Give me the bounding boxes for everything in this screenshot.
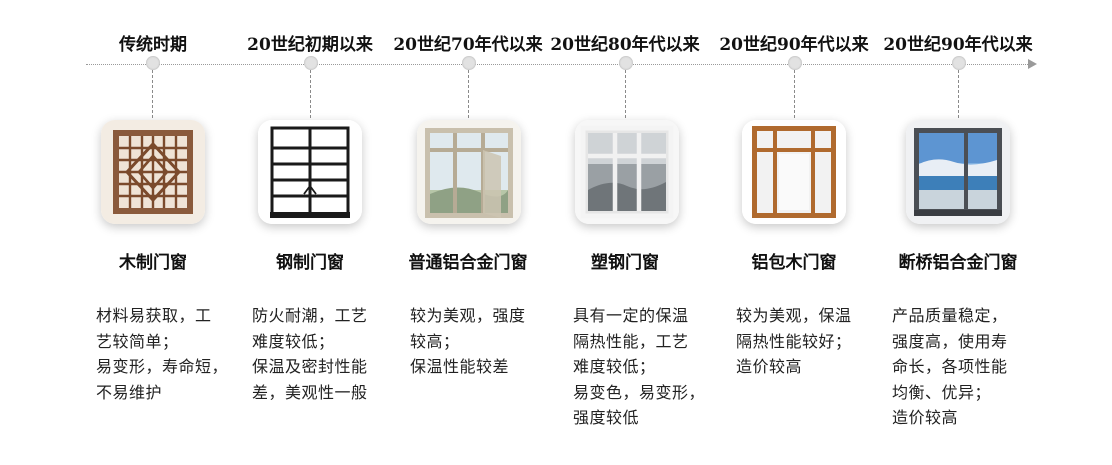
description: 产品质量稳定， 强度高，使用寿 命长，各项性能 均衡、优异； 造价较高 bbox=[892, 306, 1008, 427]
timeline-node bbox=[462, 56, 476, 70]
timeline-node bbox=[304, 56, 318, 70]
aluminum-clad-wood-window-icon bbox=[742, 120, 846, 224]
period-label: 20世纪初期以来 bbox=[247, 35, 373, 55]
stage-6: 20世纪90年代以来 断桥铝合金门窗 产品质量稳定， 强度高，使用寿 命长，各项… bbox=[878, 0, 1038, 465]
period-label: 20世纪80年代以来 bbox=[550, 35, 700, 55]
window-type-name: 塑钢门窗 bbox=[591, 253, 659, 273]
timeline-node bbox=[146, 56, 160, 70]
period-label: 20世纪90年代以来 bbox=[883, 35, 1033, 55]
description: 具有一定的保温 隔热性能，工艺 难度较低； 易变色，易变形， 强度较低 bbox=[573, 306, 706, 427]
timeline-arrow-icon bbox=[1028, 59, 1037, 69]
description: 材料易获取，工 艺较简单； 易变形，寿命短， 不易维护 bbox=[96, 306, 229, 402]
timeline-node bbox=[952, 56, 966, 70]
stage-4: 20世纪80年代以来 塑钢门窗 具有一定的保温 隔热性能，工艺 难度较低； 易变… bbox=[545, 0, 705, 465]
description: 较为美观，保温 隔热性能较好； 造价较高 bbox=[736, 306, 852, 376]
connector-line bbox=[310, 70, 311, 118]
window-type-name: 钢制门窗 bbox=[276, 253, 344, 273]
description: 防火耐潮，工艺 难度较低； 保温及密封性能 差，美观性一般 bbox=[252, 306, 368, 402]
window-type-name: 铝包木门窗 bbox=[751, 253, 837, 273]
connector-line bbox=[794, 70, 795, 118]
period-label: 20世纪90年代以来 bbox=[719, 35, 869, 55]
connector-line bbox=[625, 70, 626, 118]
timeline-node bbox=[619, 56, 633, 70]
thermal-break-aluminum-window-icon bbox=[906, 120, 1010, 224]
steel-window-icon bbox=[258, 120, 362, 224]
upvc-window-icon bbox=[575, 120, 679, 224]
description: 较为美观，强度 较高； 保温性能较差 bbox=[410, 306, 526, 376]
connector-line bbox=[152, 70, 153, 118]
wooden-window-icon bbox=[101, 120, 205, 224]
period-label: 传统时期 bbox=[119, 35, 187, 55]
stage-1: 传统时期 木制门窗 材料易获取，工 艺较简单； 易变形，寿命短， 不易维护 bbox=[73, 0, 233, 465]
stage-3: 20世纪70年代以来 普通铝合金门窗 较为美观，强度 较高； 保温性能较差 bbox=[388, 0, 548, 465]
period-label: 20世纪70年代以来 bbox=[393, 35, 543, 55]
aluminum-window-icon bbox=[417, 120, 521, 224]
stage-5: 20世纪90年代以来 铝包木门窗 较为美观，保温 隔热性能较好； 造价较高 bbox=[714, 0, 874, 465]
stage-2: 20世纪初期以来 钢制门窗 防火耐潮，工艺 难度较低； 保温及密封性能 差，美观… bbox=[230, 0, 390, 465]
connector-line bbox=[958, 70, 959, 118]
window-type-name: 普通铝合金门窗 bbox=[408, 253, 528, 273]
connector-line bbox=[468, 70, 469, 118]
timeline-node bbox=[788, 56, 802, 70]
timeline-axis bbox=[86, 64, 1030, 65]
window-type-name: 断桥铝合金门窗 bbox=[898, 253, 1018, 273]
window-type-name: 木制门窗 bbox=[119, 253, 187, 273]
